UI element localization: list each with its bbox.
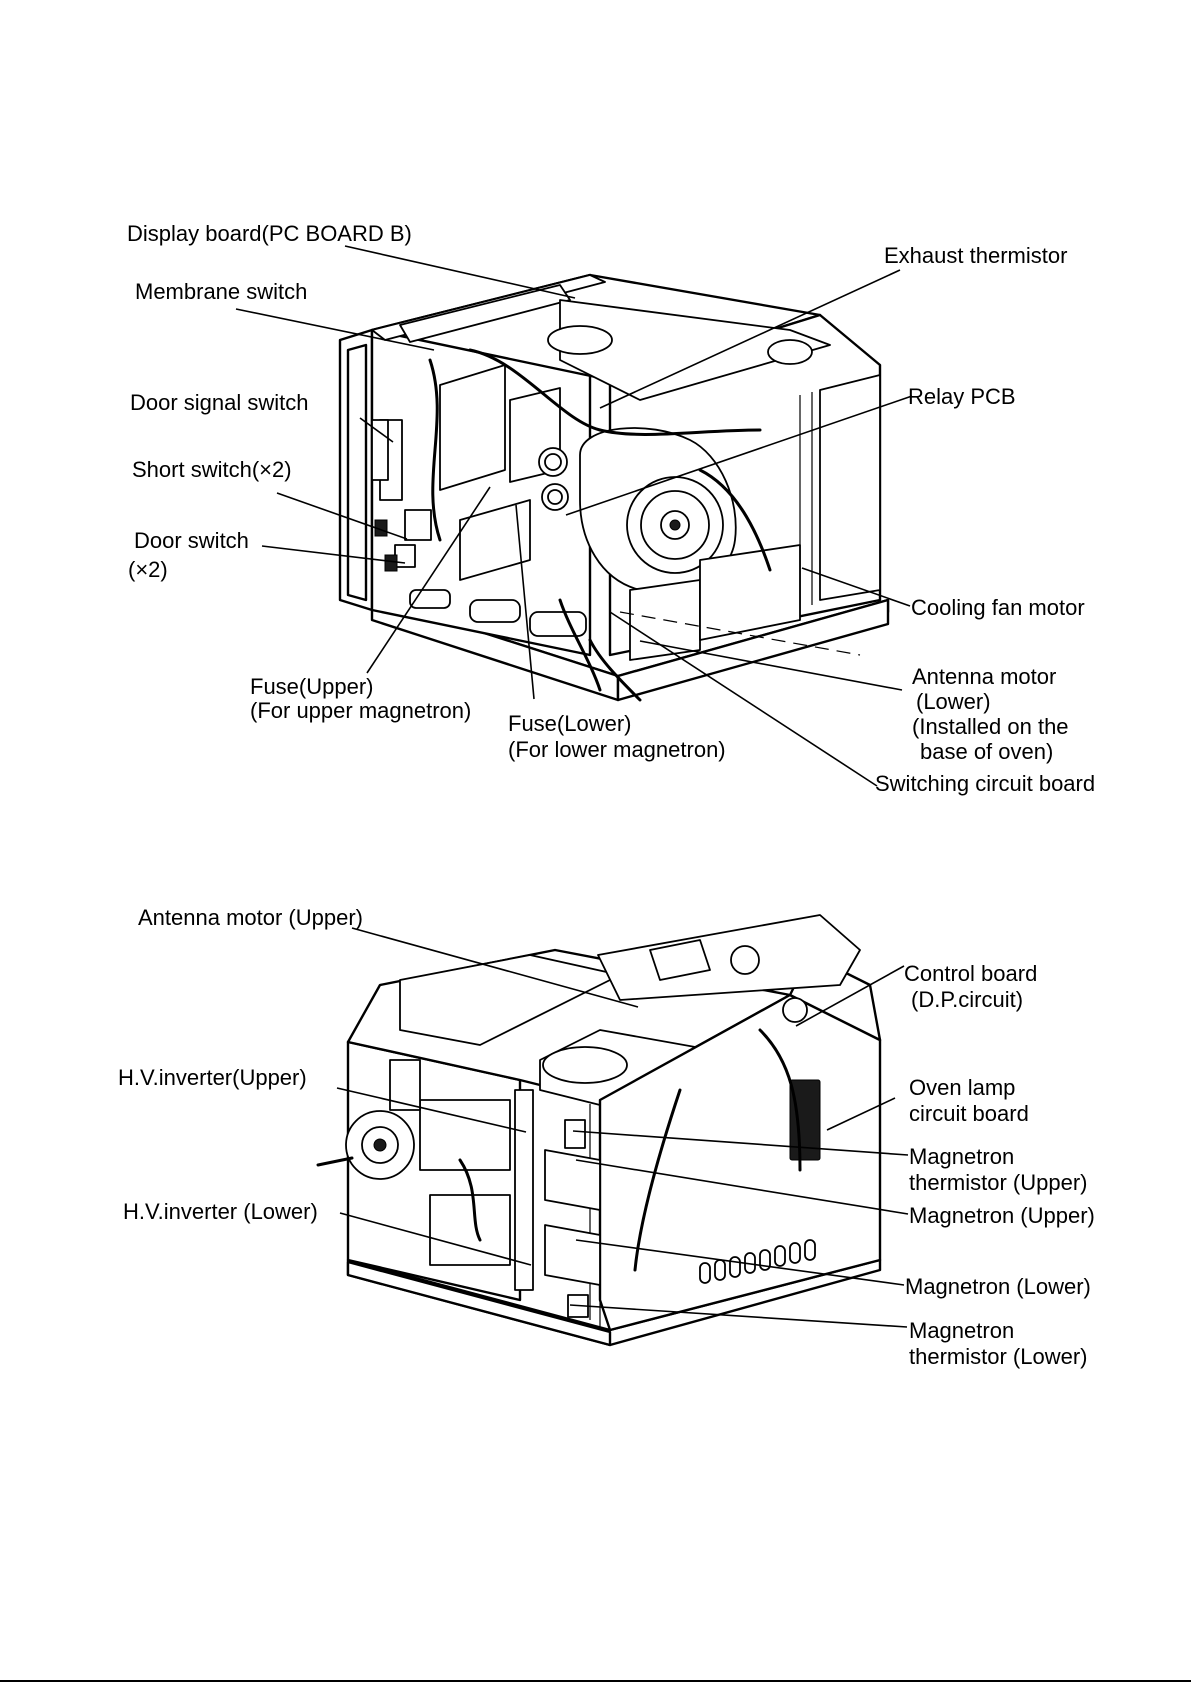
label-magnetron-upper: Magnetron (Upper) — [909, 1203, 1095, 1228]
base-vents — [699, 1239, 816, 1284]
label-oven-lamp-1: Oven lamp — [909, 1075, 1015, 1100]
label-antenna-motor-lower-2: (Lower) — [916, 689, 991, 714]
label-magnetron-thermistor-lower-2: thermistor (Lower) — [909, 1344, 1087, 1369]
bottom-oven-illustration — [316, 914, 882, 1347]
label-magnetron-lower: Magnetron (Lower) — [905, 1274, 1091, 1299]
label-control-board-2: (D.P.circuit) — [911, 987, 1023, 1012]
label-control-board-1: Control board — [904, 961, 1037, 986]
label-magnetron-thermistor-lower-1: Magnetron — [909, 1318, 1014, 1343]
label-fuse-upper-1: Fuse(Upper) — [250, 674, 373, 699]
label-antenna-motor-lower-4: base of oven) — [920, 739, 1053, 764]
label-door-switch-qty: (×2) — [128, 557, 168, 582]
label-exhaust-thermistor: Exhaust thermistor — [884, 243, 1067, 268]
top-labels: Display board(PC BOARD B) Exhaust thermi… — [127, 221, 1095, 796]
label-hv-inverter-upper: H.V.inverter(Upper) — [118, 1065, 307, 1090]
label-antenna-motor-lower-3: (Installed on the — [912, 714, 1069, 739]
bottom-leader-lines — [336, 927, 909, 1328]
bottom-labels: Antenna motor (Upper) Control board (D.P… — [118, 905, 1095, 1369]
label-door-signal-switch: Door signal switch — [130, 390, 309, 415]
label-relay-pcb: Relay PCB — [908, 384, 1016, 409]
label-door-switch: Door switch — [134, 528, 249, 553]
label-display-board: Display board(PC BOARD B) — [127, 221, 412, 246]
label-magnetron-thermistor-upper-1: Magnetron — [909, 1144, 1014, 1169]
label-fuse-lower-2: (For lower magnetron) — [508, 737, 726, 762]
label-cooling-fan-motor: Cooling fan motor — [911, 595, 1085, 620]
label-magnetron-thermistor-upper-2: thermistor (Upper) — [909, 1170, 1087, 1195]
label-antenna-motor-lower-1: Antenna motor — [912, 664, 1056, 689]
label-oven-lamp-2: circuit board — [909, 1101, 1029, 1126]
label-membrane-switch: Membrane switch — [135, 279, 307, 304]
top-leader-lines — [235, 245, 913, 787]
label-fuse-upper-2: (For upper magnetron) — [250, 698, 471, 723]
label-hv-inverter-lower: H.V.inverter (Lower) — [123, 1199, 318, 1224]
label-fuse-lower-1: Fuse(Lower) — [508, 711, 631, 736]
label-antenna-motor-upper: Antenna motor (Upper) — [138, 905, 363, 930]
top-oven-illustration — [338, 273, 890, 702]
label-short-switch: Short switch(×2) — [132, 457, 292, 482]
label-switching-circuit-board: Switching circuit board — [875, 771, 1095, 796]
